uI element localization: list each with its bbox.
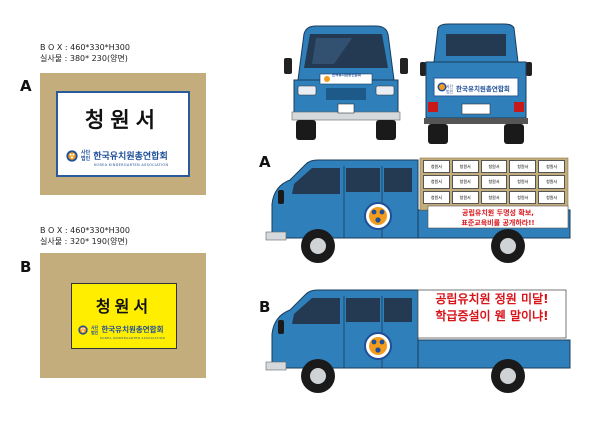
rear-plate-text: 한국유치원총연합회 [456, 85, 510, 93]
org-logo-line-b: 사단 법인 한국유치원총연합회 [78, 324, 163, 335]
mini-petition-box: 청원서 [423, 175, 450, 189]
mini-petition-box: 청원서 [451, 160, 479, 174]
org-prefix-2-a: 법인 [81, 155, 91, 162]
org-logo-line-a: 사단 법인 한국유치원총연합회 [66, 149, 168, 162]
truck-variant-label-b: B [259, 298, 271, 316]
org-logo-icon [66, 149, 78, 162]
truck-side-b [265, 289, 571, 393]
box-spec-a: B O X : 460*330*H300 [40, 43, 130, 52]
petition-box-a: 청원서 사단 법인 한국유치원총연합회 KOREA KINDERGARTEN A… [40, 73, 206, 195]
box-spec-b: B O X : 460*330*H300 [40, 226, 130, 235]
org-eng-b: KOREA KINDERGARTEN ASSOCIATION [100, 336, 166, 340]
mini-petition-box: 청원서 [451, 190, 479, 204]
mini-petition-box: 청원서 [509, 160, 537, 174]
org-eng-a: KOREA KINDERGARTEN ASSOCIATION [94, 163, 169, 167]
mini-petition-box: 청원서 [509, 190, 537, 204]
size-spec-a: 실사물 : 380* 230(양면) [40, 54, 128, 63]
org-prefix-1-a: 사단 [81, 149, 91, 156]
variant-label-b: B [20, 258, 32, 276]
front-plate-text: 한국유치원총연합회 [332, 73, 361, 77]
mini-petition-box: 청원서 [538, 175, 565, 189]
variant-label-a: A [20, 77, 32, 95]
truck-b-banner: 공립유치원 정원 미달! 학급증설이 웬 말이냐! [418, 291, 566, 325]
org-name-b: 한국유치원총연합회 [101, 325, 164, 334]
truck-rear-view [420, 23, 532, 144]
truck-a-banner-line2: 표준교육비를 공개하라!! [461, 219, 535, 227]
petition-title-a: 청원서 [85, 108, 161, 132]
truck-a-banner-line1: 공립유치원 두명성 확보, [462, 209, 534, 217]
mini-petition-box: 청원서 [423, 190, 450, 204]
mini-petition-box: 청원서 [538, 160, 565, 174]
petition-panel-a: 청원서 사단 법인 한국유치원총연합회 KOREA KINDERGARTEN A… [56, 91, 190, 177]
petition-panel-b: 청원서 사단 법인 한국유치원총연합회 KOREA KINDERGARTEN A… [71, 283, 177, 349]
mini-petition-box: 청원서 [480, 160, 508, 174]
petition-box-b: 청원서 사단 법인 한국유치원총연합회 KOREA KINDERGARTEN A… [40, 253, 206, 378]
rear-prefix-1: 사단 [446, 84, 454, 89]
petition-box-stack: 청원서 청원서 청원서 청원서 청원서 청원서 청원서 청원서 청원서 청원서 … [423, 160, 565, 204]
org-prefix-1-b: 사단 [91, 324, 99, 330]
rear-plate-prefix: 사단 법인 [446, 84, 454, 94]
size-spec-b: 실사물 : 320* 190(양면) [40, 237, 128, 246]
mini-petition-box: 청원서 [509, 175, 537, 189]
truck-front-view [284, 25, 408, 140]
truck-b-banner-line2: 학급증설이 웬 말이냐! [435, 309, 549, 323]
org-logo-icon [78, 324, 88, 335]
truck-b-banner-line1: 공립유치원 정원 미달! [435, 292, 549, 306]
mini-petition-box: 청원서 [538, 190, 565, 204]
org-prefix-2-b: 법인 [91, 329, 99, 335]
petition-title-b: 청원서 [95, 297, 153, 316]
mini-petition-box: 청원서 [480, 190, 508, 204]
truck-variant-label-a: A [259, 153, 271, 171]
mini-petition-box: 청원서 [451, 175, 479, 189]
truck-a-banner: 공립유치원 두명성 확보, 표준교육비를 공개하라!! [430, 208, 566, 228]
org-name-a: 한국유치원총연합회 [93, 152, 168, 162]
mini-petition-box: 청원서 [423, 160, 450, 174]
mini-petition-box: 청원서 [480, 175, 508, 189]
rear-prefix-2: 법인 [446, 88, 454, 94]
